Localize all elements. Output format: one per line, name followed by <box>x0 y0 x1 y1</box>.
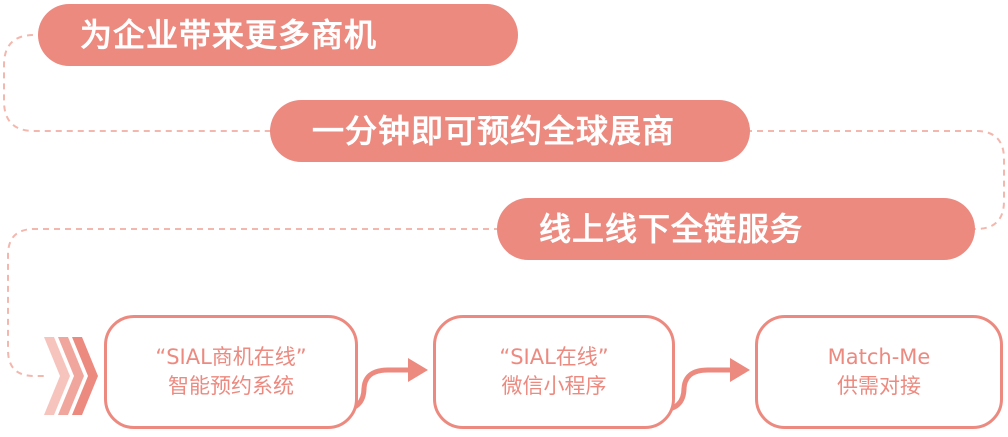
step-title: “SIAL商机在线” <box>155 345 307 369</box>
step-box-3: Match-Me 供需对接 <box>755 315 1003 429</box>
arrow-head-icon <box>408 358 428 382</box>
banner-pill-3: 线上线下全链服务 <box>497 198 975 260</box>
dashed-connector-1 <box>3 34 272 132</box>
chevron-arrows-icon <box>44 337 98 415</box>
banner-label: 为企业带来更多商机 <box>80 16 378 54</box>
step-title: “SIAL在线” <box>499 345 609 369</box>
banner-label: 一分钟即可预约全球展商 <box>312 112 676 150</box>
dashed-connector-3 <box>7 228 500 377</box>
step-box-2: “SIAL在线” 微信小程序 <box>433 315 675 429</box>
step-box-1: “SIAL商机在线” 智能预约系统 <box>104 315 358 429</box>
banner-pill-1: 为企业带来更多商机 <box>38 4 518 66</box>
arrow-head-icon <box>730 358 750 382</box>
step-title: Match-Me <box>827 345 931 369</box>
step-subtitle: 智能预约系统 <box>168 374 294 398</box>
step-subtitle: 供需对接 <box>837 374 921 398</box>
banner-pill-2: 一分钟即可预约全球展商 <box>270 100 750 162</box>
step-subtitle: 微信小程序 <box>501 374 607 398</box>
banner-label: 线上线下全链服务 <box>539 210 804 248</box>
